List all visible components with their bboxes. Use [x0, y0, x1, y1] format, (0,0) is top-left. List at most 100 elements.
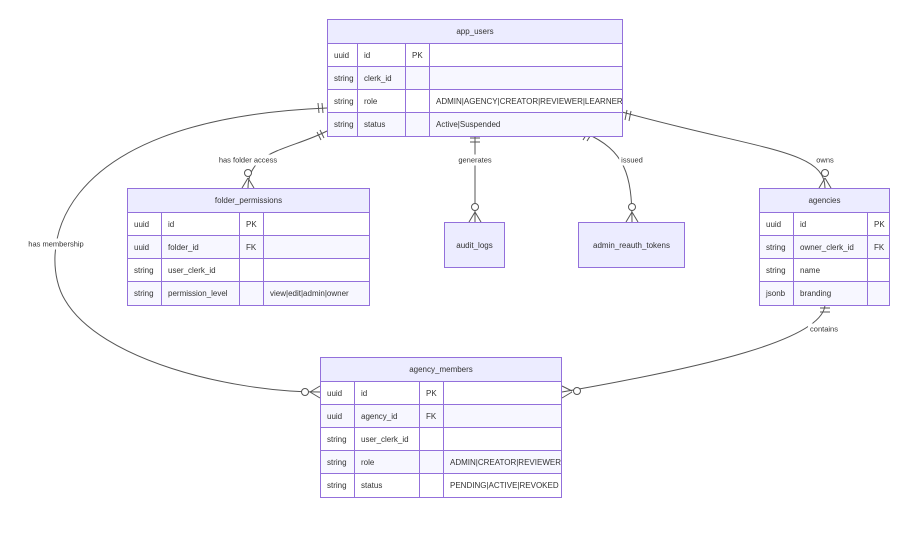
attr-key [868, 282, 889, 305]
attr-type: uuid [328, 44, 358, 66]
table-row: string status PENDING|ACTIVE|REVOKED [321, 474, 561, 497]
attr-key [420, 474, 444, 497]
attr-field: role [355, 451, 420, 473]
attr-type: uuid [321, 405, 355, 427]
attr-type: jsonb [760, 282, 794, 305]
attr-key: FK [240, 236, 264, 258]
table-row: string owner_clerk_id FK [760, 236, 889, 259]
label-owns: owns [814, 154, 836, 166]
table-row: string role ADMIN|AGENCY|CREATOR|REVIEWE… [328, 90, 622, 113]
label-has-membership: has membership [26, 238, 86, 250]
attr-key [406, 90, 430, 112]
entity-admin-reauth-tokens: admin_reauth_tokens [578, 222, 685, 268]
attr-key [868, 259, 889, 281]
attr-key: FK [420, 405, 444, 427]
attr-note: view|edit|admin|owner [270, 289, 349, 298]
attr-type: uuid [321, 382, 355, 404]
attr-note: ADMIN|CREATOR|REVIEWER [450, 457, 561, 467]
attr-note [444, 428, 561, 450]
attr-key [240, 282, 264, 305]
edge-issued [582, 131, 639, 223]
entity-title: folder_permissions [128, 189, 369, 213]
attr-note: ADMIN|AGENCY|CREATOR|REVIEWER|LEARNER [436, 96, 622, 106]
attr-type: string [321, 451, 355, 473]
entity-agency-members: agency_members uuid id PK uuid agency_id… [320, 357, 562, 498]
entity-audit-logs: audit_logs [444, 222, 505, 268]
table-row: jsonb branding [760, 282, 889, 305]
attr-note [430, 44, 622, 66]
table-row: uuid id PK [760, 213, 889, 236]
attr-field: id [355, 382, 420, 404]
attr-field: status [355, 474, 420, 497]
table-row: uuid folder_id FK [128, 236, 369, 259]
attr-field: branding [794, 282, 868, 305]
table-row: string role ADMIN|CREATOR|REVIEWER [321, 451, 561, 474]
label-issued: issued [619, 154, 645, 166]
attr-note: PENDING|ACTIVE|REVOKED [450, 481, 559, 490]
attr-key [420, 428, 444, 450]
attr-note [264, 259, 369, 281]
attr-key [240, 259, 264, 281]
attr-key: FK [874, 242, 885, 252]
attr-field: status [358, 113, 406, 136]
attr-note [264, 236, 369, 258]
attr-key [406, 67, 430, 89]
edge-contains [561, 303, 830, 399]
attr-field: name [794, 259, 868, 281]
entity-folder-permissions: folder_permissions uuid id PK uuid folde… [127, 188, 370, 306]
attr-type: uuid [128, 213, 162, 235]
table-row: string permission_level view|edit|admin|… [128, 282, 369, 305]
entity-title: app_users [328, 20, 622, 44]
attr-field: id [358, 44, 406, 66]
label-has-folder-access: has folder access [216, 154, 280, 166]
attr-note [430, 67, 622, 89]
attr-type: string [321, 428, 355, 450]
attr-type: string [760, 259, 794, 281]
table-row: uuid id PK [321, 382, 561, 405]
attr-note [264, 213, 369, 235]
attr-field: permission_level [162, 282, 240, 305]
table-row: uuid id PK [328, 44, 622, 67]
attr-field: id [794, 213, 868, 235]
attr-type: uuid [128, 236, 162, 258]
entity-app-users: app_users uuid id PK string clerk_id str… [327, 19, 623, 137]
attr-type: string [321, 474, 355, 497]
attr-key [406, 113, 430, 136]
attr-field: agency_id [355, 405, 420, 427]
table-row: uuid id PK [128, 213, 369, 236]
attr-field: id [162, 213, 240, 235]
table-row: string name [760, 259, 889, 282]
edge-owns [621, 109, 832, 189]
attr-note [444, 382, 561, 404]
attr-field: user_clerk_id [162, 259, 240, 281]
entity-agencies: agencies uuid id PK string owner_clerk_i… [759, 188, 890, 306]
table-row: string user_clerk_id [128, 259, 369, 282]
entity-title: agencies [760, 189, 889, 213]
table-row: string status Active|Suspended [328, 113, 622, 136]
attr-key: PK [240, 213, 264, 235]
label-contains: contains [808, 323, 840, 335]
attr-field: folder_id [162, 236, 240, 258]
attr-note: Active|Suspended [436, 120, 501, 129]
attr-type: string [328, 113, 358, 136]
entity-title: agency_members [321, 358, 561, 382]
attr-key: PK [420, 382, 444, 404]
label-generates: generates [456, 154, 494, 166]
attr-type: string [328, 67, 358, 89]
attr-type: string [328, 90, 358, 112]
attr-type: uuid [760, 213, 794, 235]
attr-key: PK [406, 44, 430, 66]
attr-note [444, 405, 561, 427]
attr-key: PK [874, 219, 885, 229]
attr-type: string [128, 259, 162, 281]
edge-generates [468, 133, 482, 223]
attr-field: owner_clerk_id [794, 236, 868, 258]
table-row: string user_clerk_id [321, 428, 561, 451]
attr-type: string [128, 282, 162, 305]
attr-field: user_clerk_id [355, 428, 420, 450]
attr-type: string [760, 236, 794, 258]
table-row: uuid agency_id FK [321, 405, 561, 428]
attr-key [420, 451, 444, 473]
table-row: string clerk_id [328, 67, 622, 90]
attr-field: role [358, 90, 406, 112]
